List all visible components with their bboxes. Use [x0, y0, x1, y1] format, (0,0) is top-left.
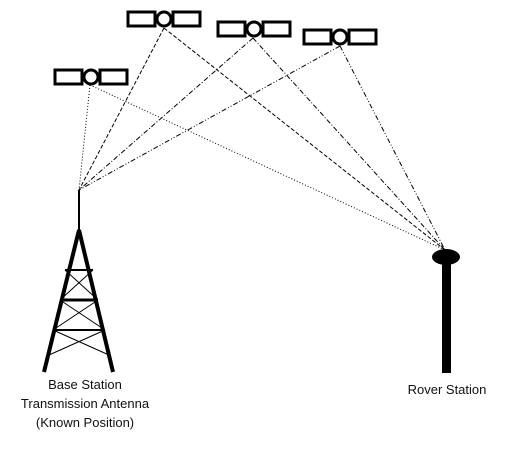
antenna-tower-icon: [42, 190, 115, 373]
signal-line-sat1-base: [78, 84, 91, 191]
rover-station-icon: [432, 249, 460, 373]
base-station-label-line: (Known Position): [35, 415, 135, 430]
signal-line-sat4-rover: [339, 45, 446, 251]
base-signal-lines: [78, 27, 341, 191]
base-station-label-line: Transmission Antenna: [20, 396, 150, 411]
signal-line-sat3-rover: [252, 37, 446, 251]
base-station-label: Base Station Transmission Antenna (Known…: [5, 375, 165, 432]
base-station-label-line: Base Station: [48, 377, 122, 392]
rover-signal-lines: [89, 27, 446, 251]
satellite-icon: [53, 68, 129, 86]
satellite-icon: [126, 10, 202, 28]
rover-station-label: Rover Station: [407, 382, 487, 397]
signal-line-sat1-rover: [89, 84, 446, 251]
signal-line-sat3-base: [78, 37, 254, 191]
signal-line-sat2-rover: [163, 27, 446, 251]
satellite-icon: [302, 28, 378, 46]
signal-line-sat4-base: [78, 45, 341, 191]
satellite-icon: [216, 20, 292, 38]
signal-line-sat2-base: [78, 27, 165, 191]
